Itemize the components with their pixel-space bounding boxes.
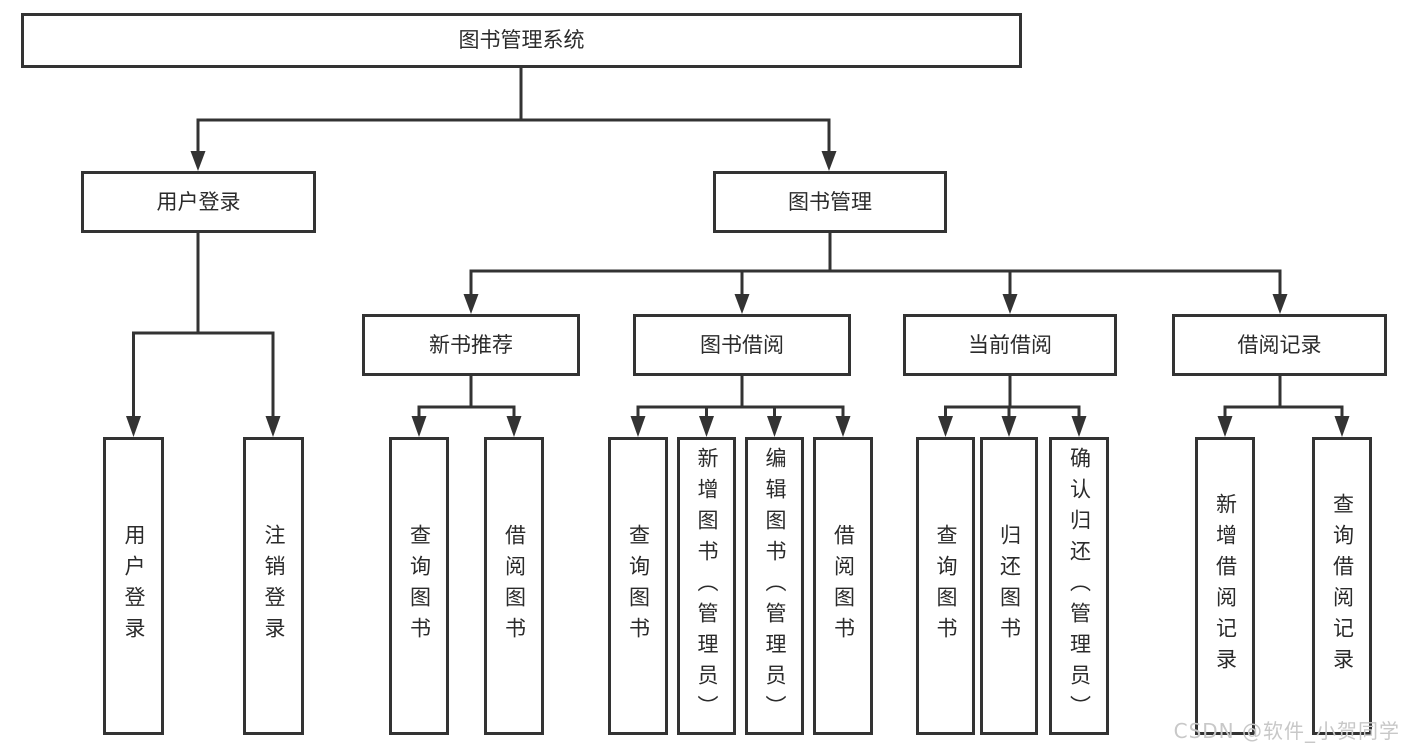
- leaf-label: 查询借阅记录: [1330, 493, 1355, 679]
- leaf-label: 借阅图书: [831, 524, 856, 648]
- node-book-borrow: 图书借阅: [633, 314, 851, 376]
- node-user-login: 用户登录: [81, 171, 316, 233]
- leaf-borrow-books-recommend: 借阅图书: [484, 437, 544, 735]
- leaf-logout: 注销登录: [243, 437, 304, 735]
- leaf-label: 查询图书: [934, 524, 958, 648]
- leaf-borrow-books: 借阅图书: [813, 437, 873, 735]
- csdn-watermark: CSDN @软件_小贺同学: [1173, 719, 1400, 743]
- node-book-management: 图书管理: [713, 171, 947, 233]
- leaf-add-borrow-record: 新增借阅记录: [1195, 437, 1255, 735]
- leaf-add-books-admin: 新增图书（管理员）: [677, 437, 736, 735]
- leaf-label: 归还图书: [997, 524, 1022, 648]
- leaf-query-books-borrow: 查询图书: [608, 437, 668, 735]
- leaf-query-borrow-record: 查询借阅记录: [1312, 437, 1372, 735]
- leaf-label: 查询图书: [407, 524, 432, 648]
- node-borrow-records: 借阅记录: [1172, 314, 1387, 376]
- leaf-query-books-recommend: 查询图书: [389, 437, 449, 735]
- leaf-label: 确认归还（管理员）: [1067, 446, 1092, 726]
- leaf-label: 借阅图书: [502, 524, 527, 648]
- node-new-book-recommend: 新书推荐: [362, 314, 580, 376]
- leaf-label: 新增借阅记录: [1213, 493, 1238, 679]
- connector-arrowheads: [126, 151, 1350, 437]
- leaf-user-login: 用户登录: [103, 437, 164, 735]
- leaf-label: 新增图书（管理员）: [695, 446, 719, 726]
- node-current-borrow: 当前借阅: [903, 314, 1117, 376]
- leaf-return-books: 归还图书: [980, 437, 1038, 735]
- leaf-label: 用户登录: [122, 524, 146, 648]
- leaf-label: 编辑图书（管理员）: [763, 446, 787, 726]
- leaf-label: 注销登录: [262, 524, 286, 648]
- leaf-confirm-return-admin: 确认归还（管理员）: [1049, 437, 1109, 735]
- node-library-management-system: 图书管理系统: [21, 13, 1022, 68]
- leaf-label: 查询图书: [626, 524, 651, 648]
- leaf-query-books-current: 查询图书: [916, 437, 975, 735]
- leaf-edit-books-admin: 编辑图书（管理员）: [745, 437, 804, 735]
